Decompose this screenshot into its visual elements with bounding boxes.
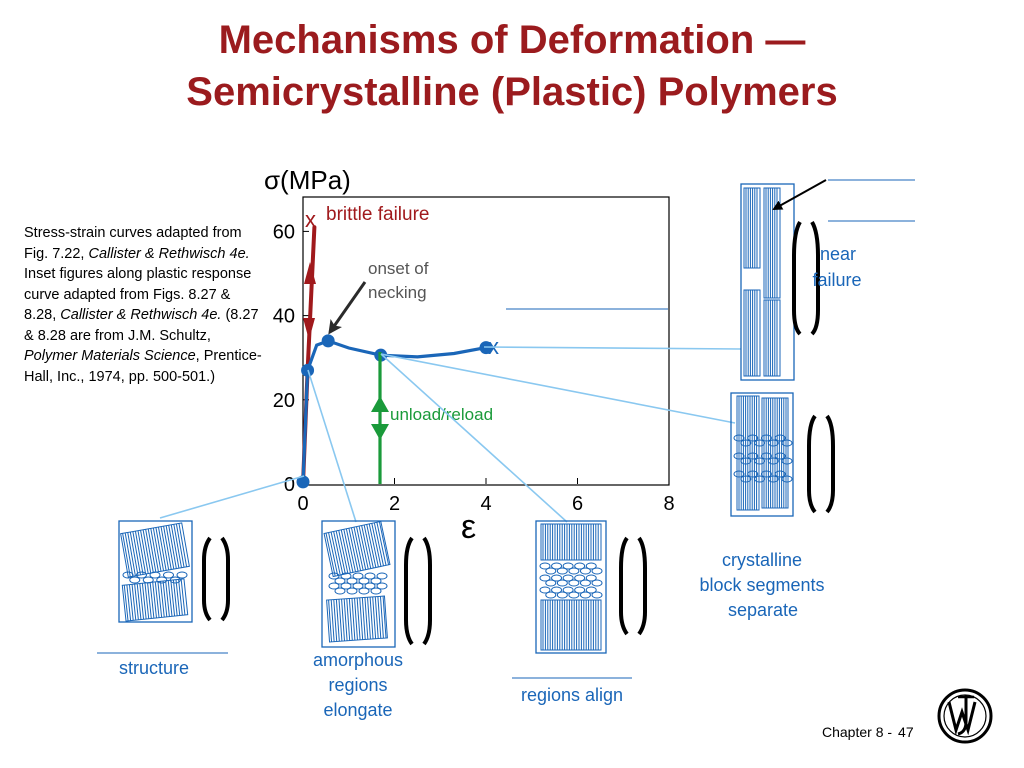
caption-book-title: Polymer Materials Science <box>24 348 196 364</box>
label-crystalline-1: crystalline <box>722 550 802 570</box>
label-amorphous-2: regions <box>328 675 387 695</box>
tick-labels: 0 2 4 6 8 0 20 40 60 <box>273 221 675 515</box>
title-line-2: Semicrystalline (Plastic) Polymers <box>186 70 838 114</box>
inset-near-failure-figure <box>740 183 820 381</box>
x-tick-label: 6 <box>572 493 583 515</box>
label-crystalline-3: separate <box>728 600 798 620</box>
caption-text-1: Stress-strain curves adapted from Fig. 7… <box>24 225 242 262</box>
inset-labels: near failure crystalline block segments … <box>119 244 862 720</box>
inset-amorphous-figure <box>321 520 432 648</box>
unload-reload-label: unload/reload <box>390 405 493 424</box>
x-tick-label: 2 <box>389 493 400 515</box>
label-crystalline-2: block segments <box>699 575 824 595</box>
y-axis-label: σ(MPa) <box>264 165 351 195</box>
label-amorphous-3: elongate <box>323 700 392 720</box>
page-title: Mechanisms of Deformation — Semicrystall… <box>0 14 1024 118</box>
y-tick-label: 40 <box>273 306 295 328</box>
label-failure: failure <box>812 270 861 290</box>
label-near: near <box>820 244 856 264</box>
reload-arrow-up <box>371 396 389 412</box>
title-line-1: Mechanisms of Deformation — <box>218 18 806 62</box>
caption-text-2: Inset figures along plastic response cur… <box>24 266 252 323</box>
caption-text-3: (8.27 & 8.28 are from J.M. Schultz, <box>24 307 259 344</box>
onset-label-line1: onset of <box>368 259 429 278</box>
x-tick-label: 4 <box>480 493 491 515</box>
caption-text-4: , Prentice-Hall, Inc., 1974, pp. 500-501… <box>24 348 262 385</box>
axis-ticks <box>302 230 670 485</box>
necking-pointer-arrow <box>328 281 367 335</box>
near-failure-pointer-arrow <box>772 179 827 210</box>
data-point-marker <box>296 475 310 489</box>
page-number: 47 <box>898 724 914 740</box>
y-tick-label: 0 <box>284 474 295 496</box>
data-point-marker <box>321 334 335 348</box>
connector-lines <box>159 346 742 523</box>
y-tick-label: 60 <box>273 221 295 243</box>
chapter-label: Chapter 8 - <box>822 724 893 740</box>
label-regions-align: regions align <box>521 685 623 705</box>
label-amorphous-1: amorphous <box>313 650 403 670</box>
inset-crystalline-figure <box>730 392 835 517</box>
brittle-failure-x: x <box>305 207 316 232</box>
onset-label-line2: necking <box>368 283 427 302</box>
x-tick-label: 0 <box>297 493 308 515</box>
caption-citation-2: Callister & Rethwisch 4e. <box>60 307 222 323</box>
figure-caption: Stress-strain curves adapted from Fig. 7… <box>24 223 264 387</box>
inset-structure-figure <box>118 520 230 623</box>
slide-footer: Chapter 8 - 47 <box>822 724 914 740</box>
caption-citation-1: Callister & Rethwisch 4e. <box>88 245 250 262</box>
load-arrow-up <box>304 262 316 284</box>
inset-regions-align-figure <box>535 520 647 654</box>
label-structure: structure <box>119 658 189 678</box>
unload-arrow-down <box>303 318 315 340</box>
series-plastic-line <box>301 339 488 484</box>
brittle-failure-label: brittle failure <box>326 204 430 225</box>
publisher-logo <box>937 688 993 744</box>
y-tick-label: 20 <box>273 390 295 412</box>
chart-frame <box>302 196 670 486</box>
unload-arrow-down <box>371 424 389 440</box>
x-axis-label: ε <box>461 508 476 546</box>
x-tick-label: 8 <box>663 493 674 515</box>
